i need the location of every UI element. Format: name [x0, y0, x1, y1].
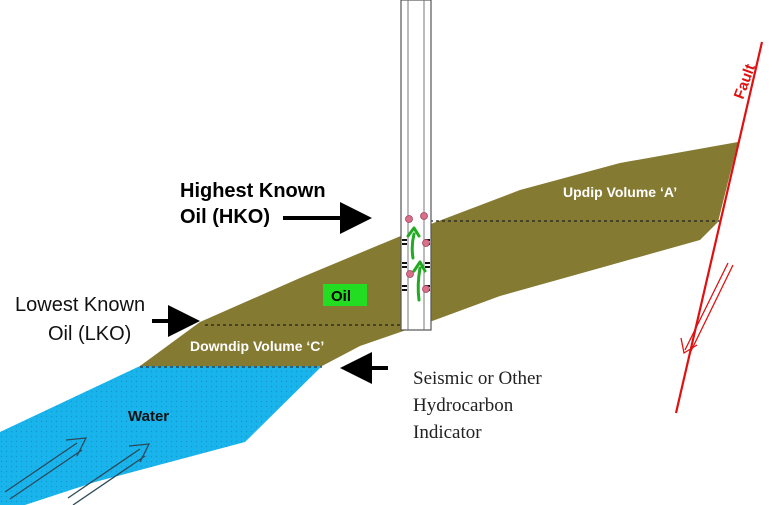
reservoir-layer	[140, 142, 738, 366]
fault-slip-arrow-icon	[680, 262, 734, 355]
lko-label-line2: Oil (LKO)	[48, 323, 131, 345]
water-zone	[0, 366, 322, 505]
hko-label-line1: Highest Known	[180, 180, 326, 202]
wellbore	[400, 0, 432, 331]
fault-label: Fault	[731, 62, 759, 101]
flow-up-arrows	[406, 226, 427, 302]
seismic-label-line2: Hydrocarbon	[413, 395, 514, 416]
hko-label-line2: Oil (HKO)	[180, 206, 270, 228]
oil-label: Oil	[331, 288, 351, 305]
oil-badge	[323, 284, 367, 306]
gas-bubbles	[405, 212, 430, 293]
lko-label-line1: Lowest Known	[15, 294, 145, 316]
seismic-label-line3: Indicator	[413, 422, 482, 443]
downdip-volume-label: Downdip Volume ‘C’	[190, 338, 324, 354]
water-label: Water	[128, 408, 169, 425]
fault	[674, 41, 764, 414]
inflow-arrow-icon	[4, 437, 88, 500]
updip-volume-label: Updip Volume ‘A’	[563, 184, 677, 200]
inflow-arrow-icon	[67, 443, 151, 505]
seismic-label-line1: Seismic or Other	[413, 368, 542, 389]
